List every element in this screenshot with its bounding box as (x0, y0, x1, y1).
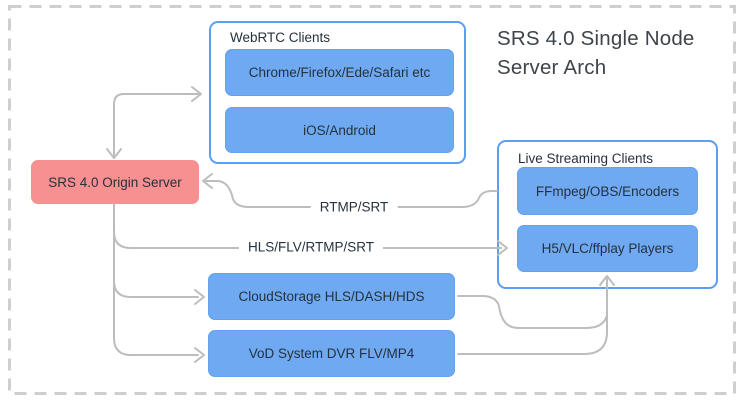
group-live-label: Live Streaming Clients (518, 151, 654, 166)
node-encoders: FFmpeg/OBS/Encoders (517, 167, 698, 215)
group-live-streaming-clients: Live Streaming Clients FFmpeg/OBS/Encode… (497, 140, 718, 289)
group-webrtc-clients: WebRTC Clients Chrome/Firefox/Ede/Safari… (209, 21, 466, 164)
node-players: H5/VLC/ffplay Players (517, 225, 698, 272)
page-title: SRS 4.0 Single Node Server Arch (497, 27, 695, 80)
edge-label-hls-flv-rtmp-srt: HLS/FLV/RTMP/SRT (238, 238, 384, 256)
node-origin-server: SRS 4.0 Origin Server (31, 160, 199, 204)
edge-label-rtmp-srt: RTMP/SRT (310, 198, 398, 216)
node-browser-clients: Chrome/Firefox/Ede/Safari etc (225, 49, 454, 96)
edge-origin-webrtc (106, 86, 202, 159)
node-mobile-clients: iOS/Android (225, 107, 454, 153)
edge-cloud-players (457, 295, 608, 329)
node-vod-system: VoD System DVR FLV/MP4 (208, 330, 455, 377)
group-webrtc-label: WebRTC Clients (230, 30, 331, 45)
node-cloud-storage: CloudStorage HLS/DASH/HDS (208, 273, 455, 320)
